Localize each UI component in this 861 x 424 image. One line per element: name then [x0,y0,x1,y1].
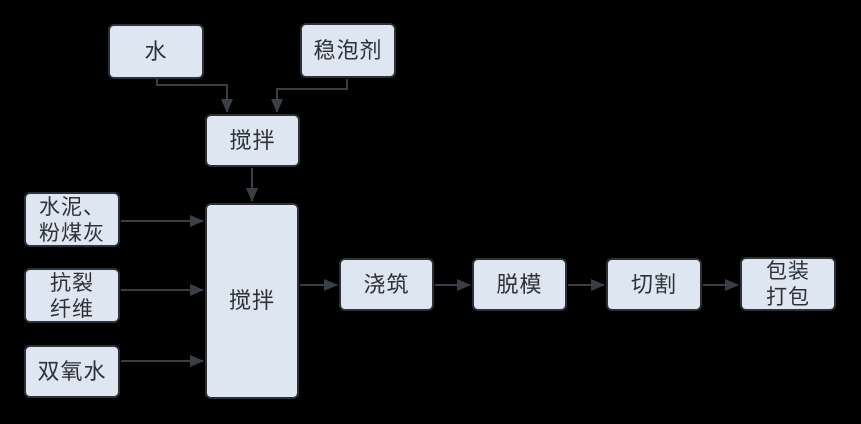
node-packing: 包装 打包 [740,257,836,311]
node-main-stirring: 搅拌 [205,203,299,399]
edge-stabilizer-to-premix [271,79,348,113]
edge-water-to-premix [156,79,233,113]
node-premix-stirring: 搅拌 [205,114,300,167]
node-pouring: 浇筑 [339,258,434,311]
node-cement-flyash: 水泥、 粉煤灰 [24,192,120,247]
node-foam-stabilizer: 稳泡剂 [300,23,396,78]
node-demolding: 脱模 [472,258,567,311]
node-cutting: 切割 [606,258,702,311]
node-anticrack-fiber: 抗裂 纤维 [24,268,120,323]
node-hydrogen-peroxide: 双氧水 [24,345,120,398]
node-water: 水 [108,24,204,79]
